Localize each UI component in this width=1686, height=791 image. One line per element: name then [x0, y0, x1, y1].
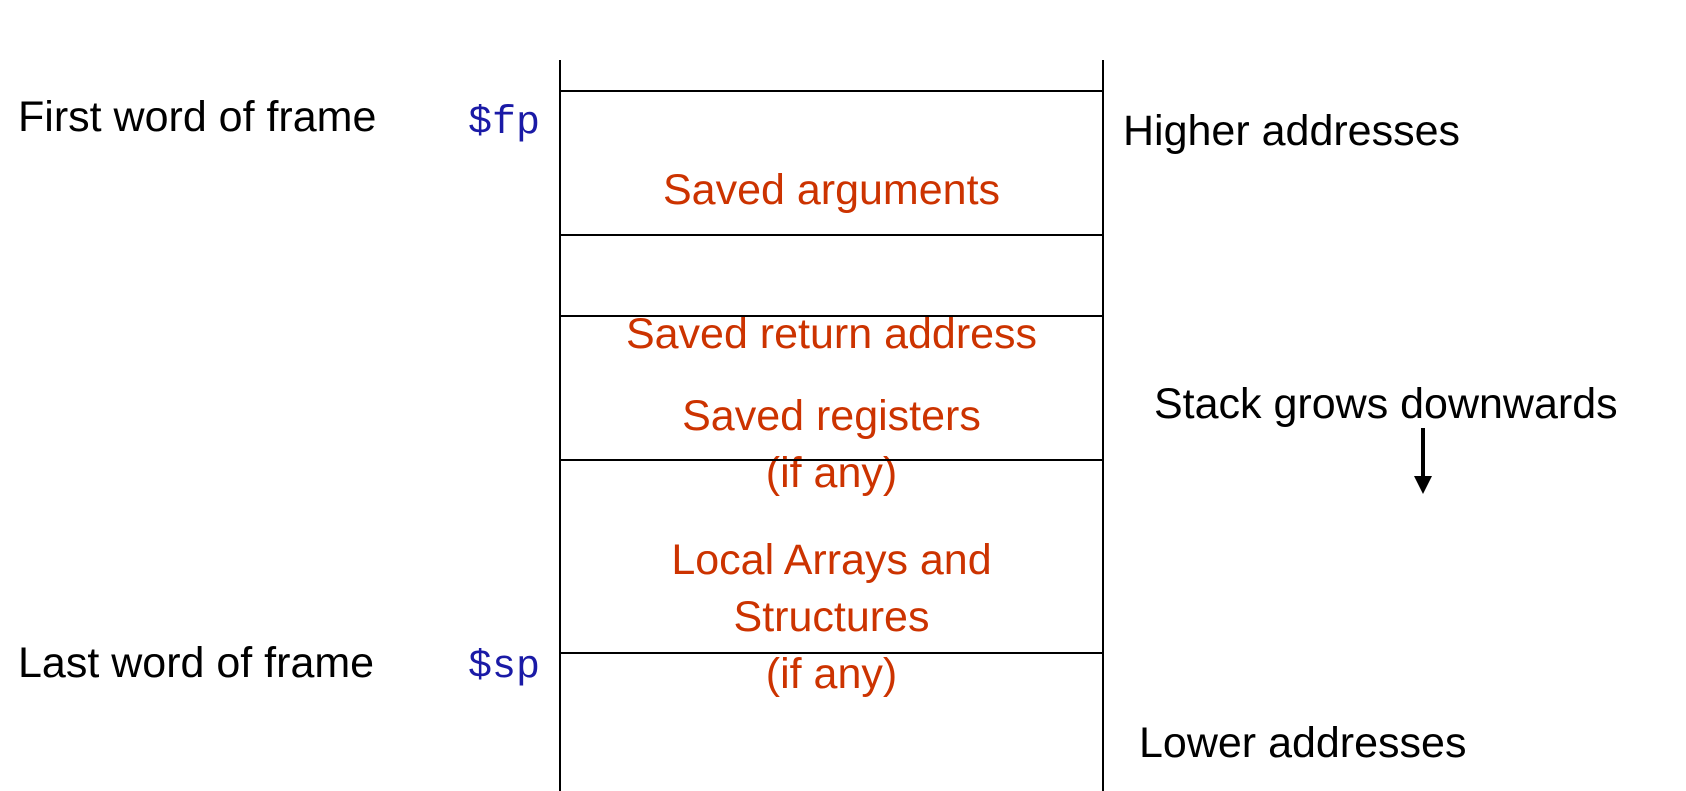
saved-return-address-line: Saved return address	[625, 310, 1038, 358]
frame-top-divider	[561, 90, 1102, 92]
first-word-label: First word of frame	[18, 93, 377, 141]
stack-pointer-register: $sp	[468, 645, 541, 690]
local-arrays-line-1: Local Arrays and	[671, 536, 992, 584]
local-arrays-line-2: Structures	[733, 593, 930, 641]
stack-growth-label: Stack grows downwards	[1154, 380, 1618, 428]
saved-registers-line-1: Saved registers	[682, 392, 981, 440]
saved-registers-line-2: (if any)	[765, 449, 898, 497]
saved-arguments-line: Saved arguments	[662, 166, 1001, 214]
stack-frame: Saved arguments Saved return address Sav…	[559, 60, 1104, 791]
saved-return-address-cell: Saved return address	[561, 306, 1102, 363]
higher-addresses-label: Higher addresses	[1123, 107, 1461, 155]
last-word-label: Last word of frame	[18, 639, 375, 687]
local-arrays-cell: Local Arrays and Structures (if any)	[561, 532, 1102, 703]
lower-addresses-label: Lower addresses	[1139, 719, 1467, 767]
divider-return-address	[561, 234, 1102, 236]
frame-pointer-register: $fp	[468, 101, 541, 146]
divider-saved-registers	[561, 315, 1102, 317]
frame-bottom-divider	[561, 652, 1102, 654]
saved-registers-cell: Saved registers (if any)	[561, 388, 1102, 502]
divider-local-arrays	[561, 459, 1102, 461]
saved-arguments-cell: Saved arguments	[561, 162, 1102, 219]
local-arrays-line-3: (if any)	[765, 650, 898, 698]
arrow-down-icon	[1414, 428, 1432, 494]
